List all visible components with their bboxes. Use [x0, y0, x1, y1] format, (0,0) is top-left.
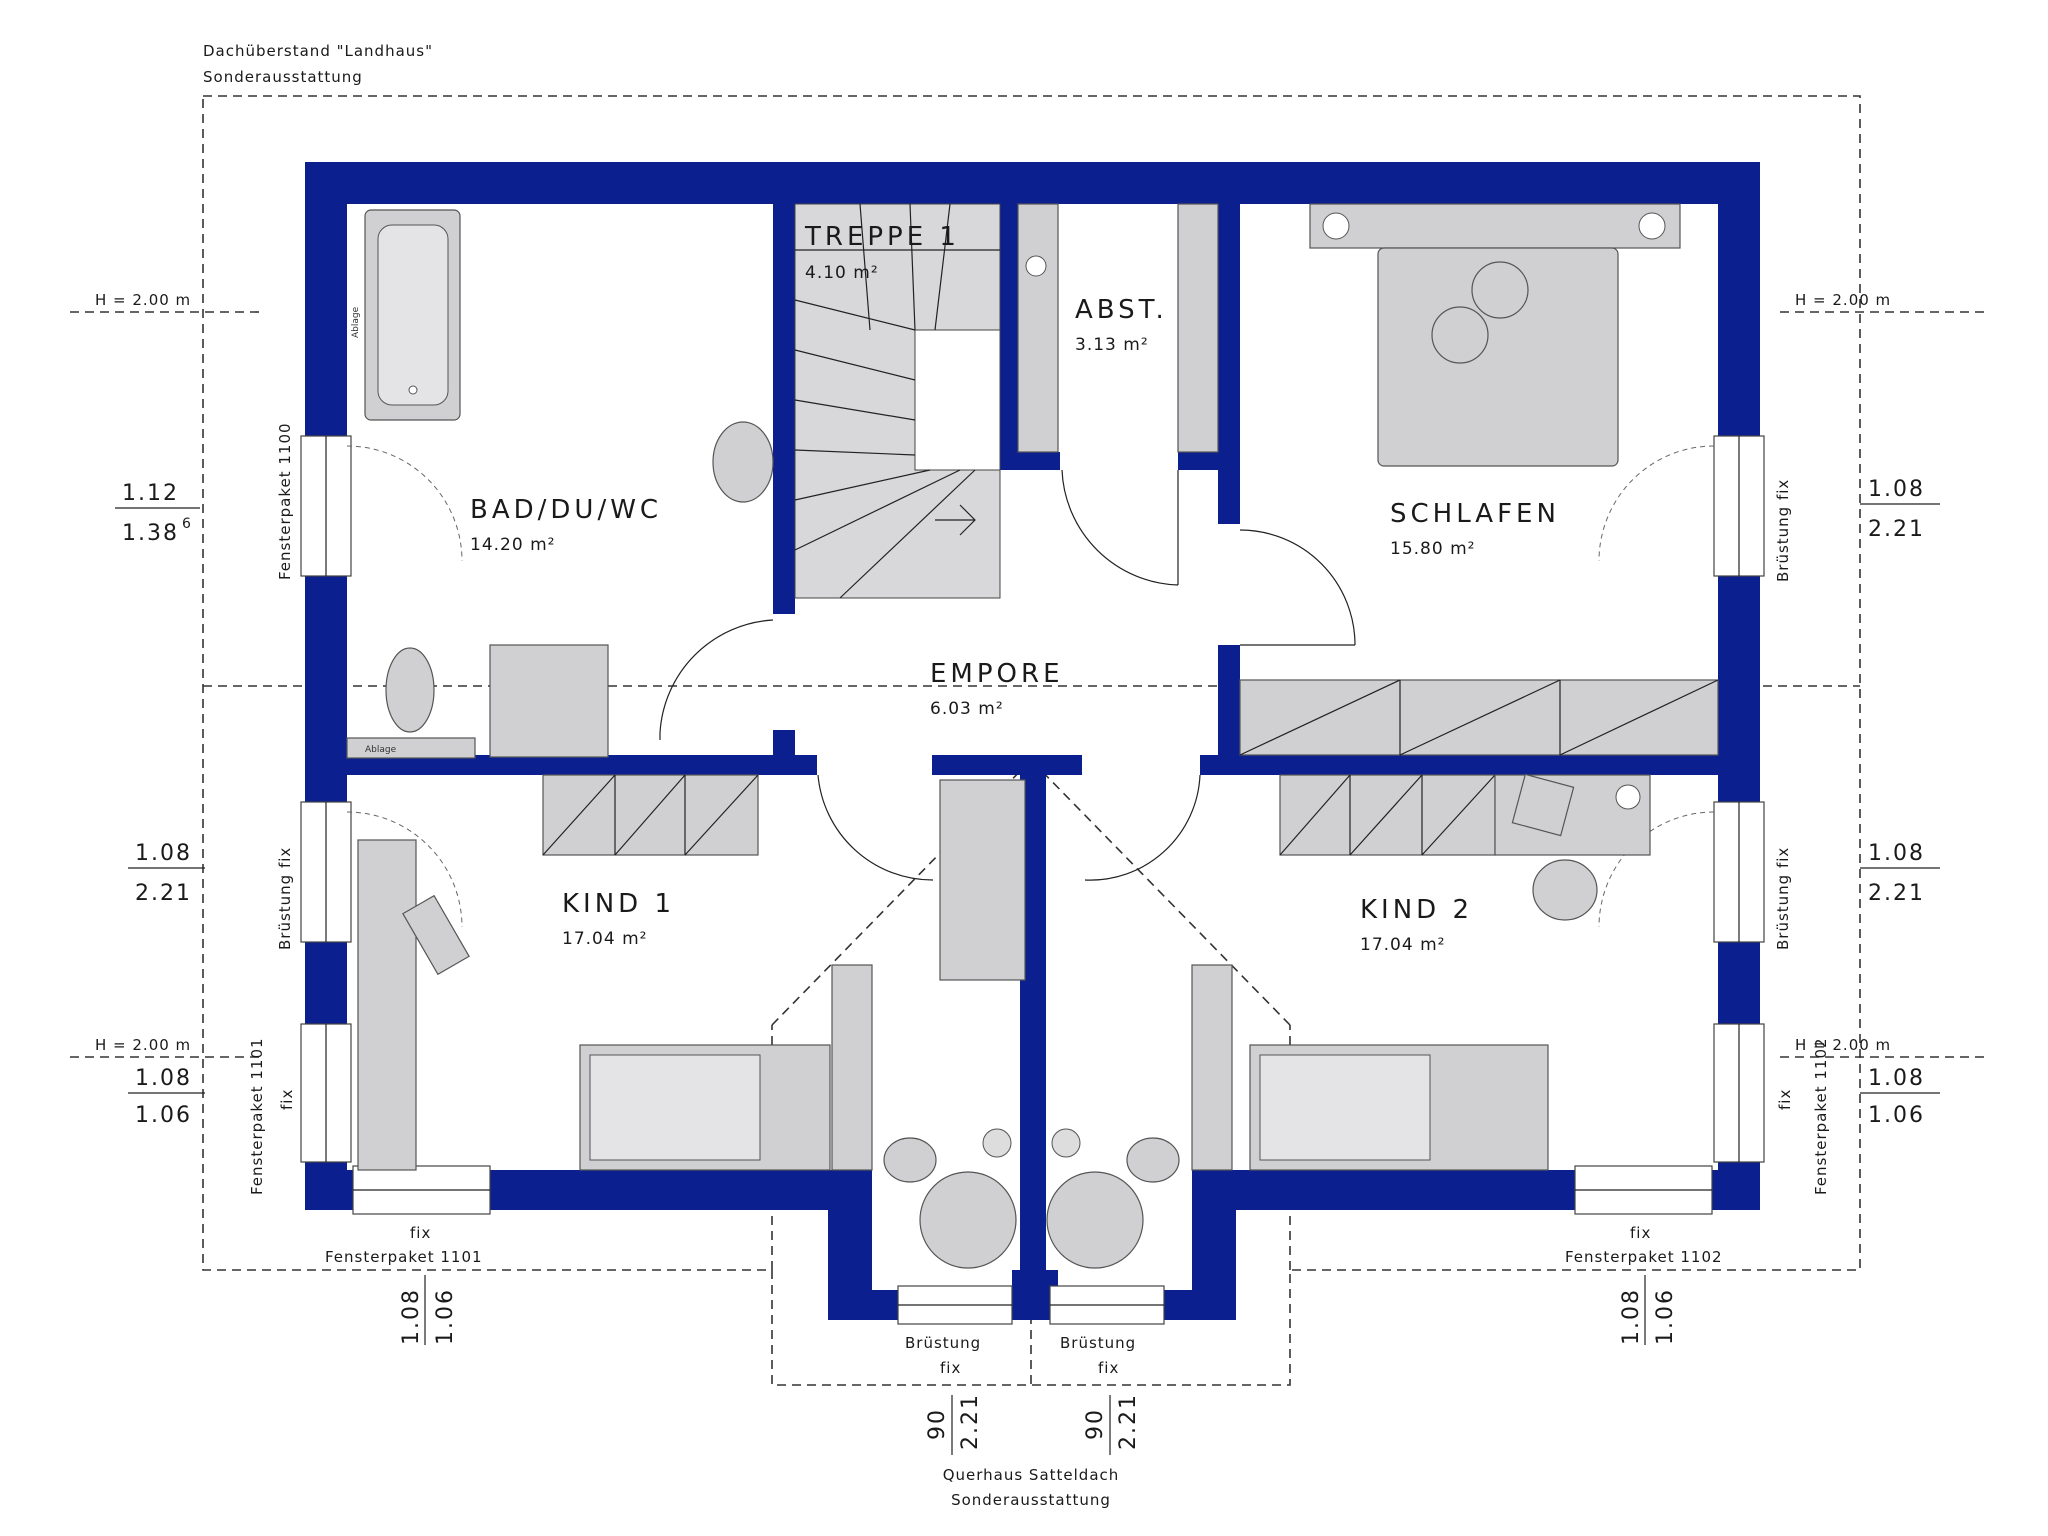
bedroom-window-bottom: 2.21 — [1868, 517, 1925, 542]
height-lines — [70, 311, 1990, 1058]
kid1-corner-fix: fix — [278, 1089, 296, 1110]
bath-window-label: Fensterpaket 1100 — [276, 422, 294, 580]
room-area-bath: 14.20 m² — [470, 535, 555, 555]
room-name-kid2: KIND 2 — [1360, 895, 1473, 925]
gable-right-left: 90 — [1083, 1408, 1108, 1440]
walls — [305, 162, 1760, 1320]
gable-left-fix: fix — [940, 1359, 961, 1377]
room-area-kid1: 17.04 m² — [562, 929, 647, 949]
room-name-stairs: TREPPE 1 — [804, 222, 960, 252]
kid2-right-window-top: 1.08 — [1868, 841, 1925, 866]
kid1-bottom-label: Fensterpaket 1101 — [325, 1248, 483, 1266]
gable-left-left: 90 — [925, 1408, 950, 1440]
storage-shelves — [1017, 203, 1219, 453]
bedroom-window-label: Brüstung fix — [1774, 479, 1792, 582]
room-name-bath: BAD/DU/WC — [470, 495, 662, 525]
door-swings — [346, 445, 1715, 928]
kid1-corner-label: Fensterpaket 1101 — [248, 1037, 266, 1195]
kid2-corner-fix: fix — [1776, 1089, 1794, 1110]
room-area-bedroom: 15.80 m² — [1390, 539, 1475, 559]
labels: Dachüberstand "Landhaus" Sonderausstattu… — [95, 42, 1940, 1509]
gable-furniture — [831, 964, 1233, 1269]
kid2-bottom-left: 1.08 — [1619, 1288, 1644, 1345]
kid2-furniture — [1249, 773, 1651, 1171]
room-area-stairs: 4.10 m² — [805, 263, 879, 283]
bath-window-superscript: 6 — [182, 516, 191, 532]
kid1-bottom-fix: fix — [410, 1224, 431, 1242]
shelf-label: Ablage — [365, 745, 397, 755]
tub-label: Ablage — [351, 306, 361, 338]
bath-window-bottom: 1.38 — [122, 521, 179, 546]
kid2-bottom-label: Fensterpaket 1102 — [1565, 1248, 1723, 1266]
room-area-kid2: 17.04 m² — [1360, 935, 1445, 955]
roof-subtitle: Sonderausstattung — [203, 68, 363, 86]
room-name-storage: ABST. — [1075, 295, 1168, 325]
gable-left-right: 2.21 — [958, 1393, 983, 1450]
room-name-kid1: KIND 1 — [562, 889, 675, 919]
height-right-bottom: H = 2.00 m — [1795, 1036, 1891, 1054]
kid1-bottom-left: 1.08 — [399, 1288, 424, 1345]
kid2-corner-bottom: 1.06 — [1868, 1103, 1925, 1128]
room-name-bedroom: SCHLAFEN — [1390, 499, 1560, 529]
kid2-right-window-bottom: 2.21 — [1868, 881, 1925, 906]
kid1-left-window-top: 1.08 — [135, 841, 192, 866]
gable-title: Querhaus Satteldach — [943, 1466, 1120, 1484]
bedroom-furniture — [1239, 203, 1719, 756]
kid2-bottom-right: 1.06 — [1653, 1288, 1678, 1345]
gable-right-fix: fix — [1098, 1359, 1119, 1377]
kid1-left-window-bottom: 2.21 — [135, 881, 192, 906]
kid2-corner-top: 1.08 — [1868, 1066, 1925, 1091]
gable-subtitle: Sonderausstattung — [951, 1491, 1111, 1509]
kid1-corner-bottom: 1.06 — [135, 1103, 192, 1128]
height-left-top: H = 2.00 m — [95, 291, 191, 309]
room-area-storage: 3.13 m² — [1075, 335, 1149, 355]
staircase — [794, 203, 1001, 599]
windows — [300, 435, 1765, 1325]
gable-right-right: 2.21 — [1116, 1393, 1141, 1450]
bath-fixtures — [346, 209, 774, 759]
room-name-landing: EMPORE — [930, 659, 1064, 689]
kid2-corner-label: Fensterpaket 1102 — [1812, 1037, 1830, 1195]
kid1-bottom-right: 1.06 — [433, 1288, 458, 1345]
kid1-corner-top: 1.08 — [135, 1066, 192, 1091]
roof-title: Dachüberstand "Landhaus" — [203, 42, 433, 60]
gable-left-label: Brüstung — [905, 1334, 981, 1352]
kid1-left-window-label: Brüstung fix — [276, 847, 294, 950]
kid2-bottom-fix: fix — [1630, 1224, 1651, 1242]
gable-right-label: Brüstung — [1060, 1334, 1136, 1352]
height-left-bottom: H = 2.00 m — [95, 1036, 191, 1054]
bath-window-top: 1.12 — [122, 481, 179, 506]
height-right-top: H = 2.00 m — [1795, 291, 1891, 309]
kid1-furniture — [357, 774, 1026, 1171]
kid2-right-window-label: Brüstung fix — [1774, 847, 1792, 950]
room-area-landing: 6.03 m² — [930, 699, 1004, 719]
bedroom-window-top: 1.08 — [1868, 477, 1925, 502]
